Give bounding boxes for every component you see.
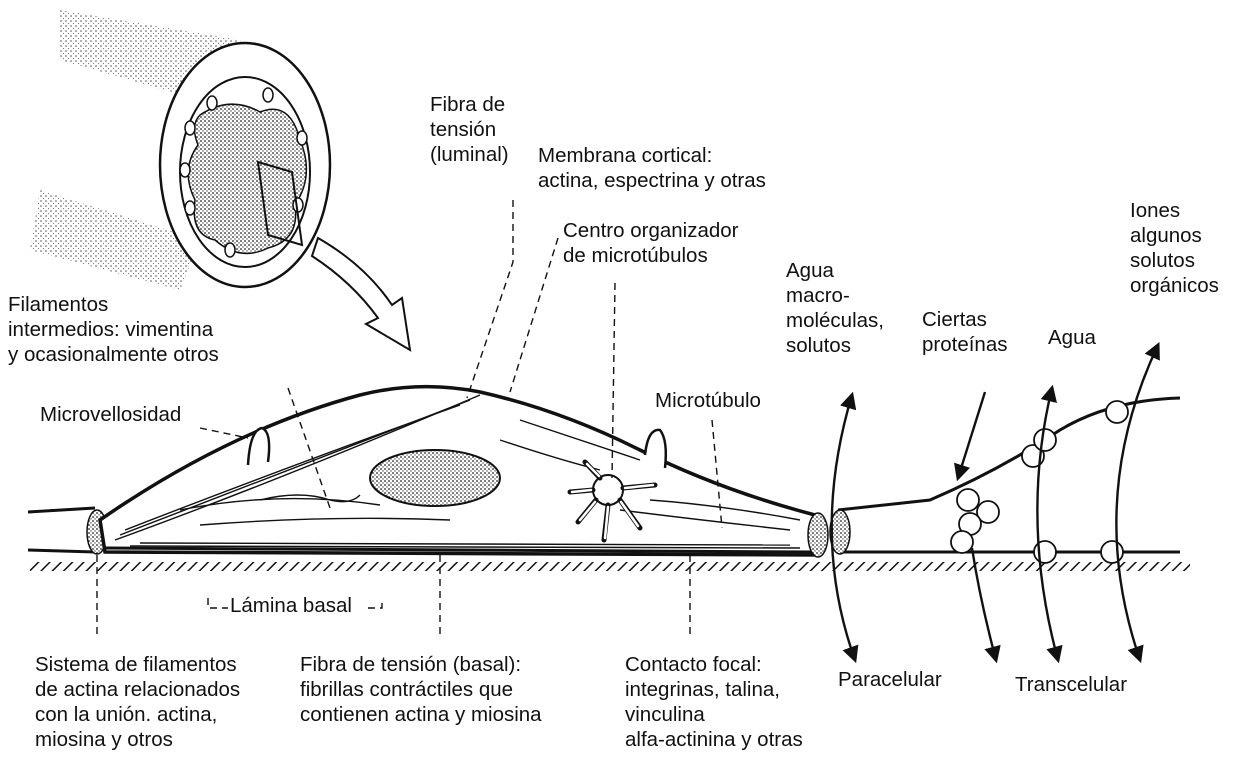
right-neighbour-cell bbox=[830, 398, 1180, 563]
label-microvellosidad: Microvellosidad bbox=[40, 402, 181, 427]
label-lamina-basal: Lámina basal bbox=[230, 593, 352, 618]
label-agua-macromoleculas: Agua macro- moléculas, solutos bbox=[786, 258, 884, 358]
basal-lamina bbox=[30, 562, 1190, 571]
label-microtubulo: Microtúbulo bbox=[655, 388, 761, 413]
label-filamentos-intermedios: Filamentos intermedios: vimentina y ocas… bbox=[8, 292, 219, 367]
vessel-lumen bbox=[188, 104, 306, 253]
label-ciertas-proteinas: Ciertas proteínas bbox=[922, 307, 1007, 357]
label-transcelular: Transcelular bbox=[1015, 672, 1127, 697]
cell-nucleus bbox=[370, 450, 500, 506]
transport-vesicles bbox=[951, 489, 999, 553]
label-centro-organizador: Centro organizador de microtúbulos bbox=[563, 218, 739, 268]
label-paracelular: Paracelular bbox=[838, 667, 942, 692]
right-junction bbox=[808, 513, 828, 557]
label-iones: Iones algunos solutos orgánicos bbox=[1130, 198, 1219, 298]
label-membrana-cortical: Membrana cortical: actina, espectrina y … bbox=[538, 143, 766, 193]
blood-vessel-illustration bbox=[30, 10, 330, 290]
label-agua: Agua bbox=[1048, 325, 1096, 350]
label-fibra-tension-luminal: Fibra de tensión (luminal) bbox=[430, 92, 509, 167]
zoom-arrow bbox=[312, 238, 410, 350]
label-fibra-tension-basal: Fibra de tensión (basal): fibrillas cont… bbox=[300, 652, 542, 727]
label-sistema-filamentos: Sistema de filamentos de actina relacion… bbox=[35, 652, 240, 752]
left-neighbour-cell bbox=[28, 508, 107, 554]
label-contacto-focal: Contacto focal: integrinas, talina, vinc… bbox=[625, 652, 803, 752]
